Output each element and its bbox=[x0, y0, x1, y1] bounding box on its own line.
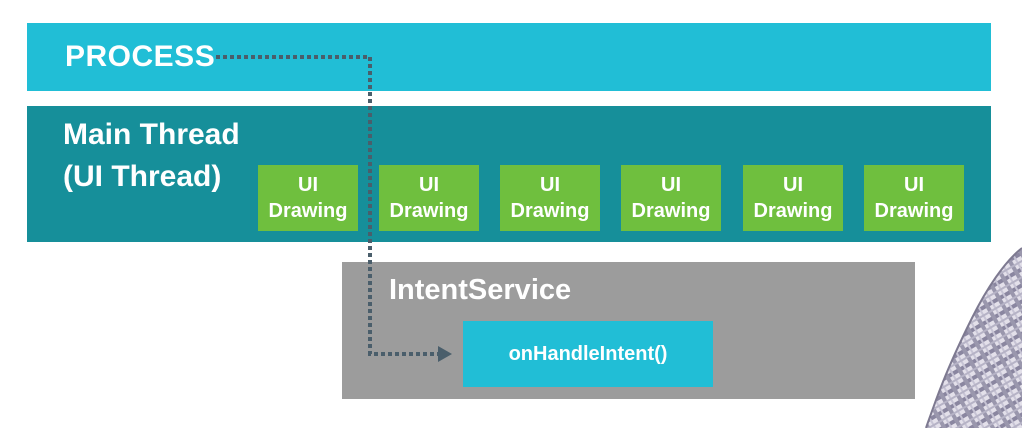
ui-drawing-label-line2: Drawing bbox=[631, 200, 711, 222]
ui-drawing-label-line1: UI bbox=[661, 174, 681, 196]
process-label: PROCESS bbox=[65, 40, 216, 73]
ui-drawing-label-line1: UI bbox=[298, 174, 318, 196]
ui-drawing-box: UI Drawing bbox=[621, 165, 721, 231]
intent-service-box: IntentService onHandleIntent() bbox=[342, 262, 915, 399]
ui-drawing-box: UI Drawing bbox=[743, 165, 843, 231]
ui-drawing-label-line2: Drawing bbox=[510, 200, 590, 222]
ui-drawing-label-line1: UI bbox=[540, 174, 560, 196]
main-thread-label-line2: (UI Thread) bbox=[63, 160, 222, 193]
main-thread-bar: Main Thread (UI Thread) UI Drawing UI Dr… bbox=[27, 106, 991, 242]
ui-drawing-label-line2: Drawing bbox=[753, 200, 833, 222]
shirt-edge bbox=[925, 247, 1022, 428]
ui-drawing-label-line1: UI bbox=[419, 174, 439, 196]
ui-drawing-label-line2: Drawing bbox=[389, 200, 469, 222]
ui-drawing-box: UI Drawing bbox=[379, 165, 479, 231]
ui-drawing-label-line2: Drawing bbox=[268, 200, 348, 222]
on-handle-intent-box: onHandleIntent() bbox=[463, 321, 713, 387]
ui-drawing-label-line1: UI bbox=[783, 174, 803, 196]
ui-drawing-box: UI Drawing bbox=[500, 165, 600, 231]
ui-drawing-label-line1: UI bbox=[904, 174, 924, 196]
intent-service-label: IntentService bbox=[389, 274, 572, 306]
main-thread-label: Main Thread (UI Thread) bbox=[63, 114, 283, 198]
main-thread-label-line1: Main Thread bbox=[63, 118, 240, 151]
ui-drawing-box: UI Drawing bbox=[258, 165, 358, 231]
ui-drawing-label-line2: Drawing bbox=[874, 200, 954, 222]
process-bar: PROCESS bbox=[27, 23, 991, 91]
plaid-shirt-shape bbox=[926, 248, 1022, 428]
ui-drawing-box: UI Drawing bbox=[864, 165, 964, 231]
